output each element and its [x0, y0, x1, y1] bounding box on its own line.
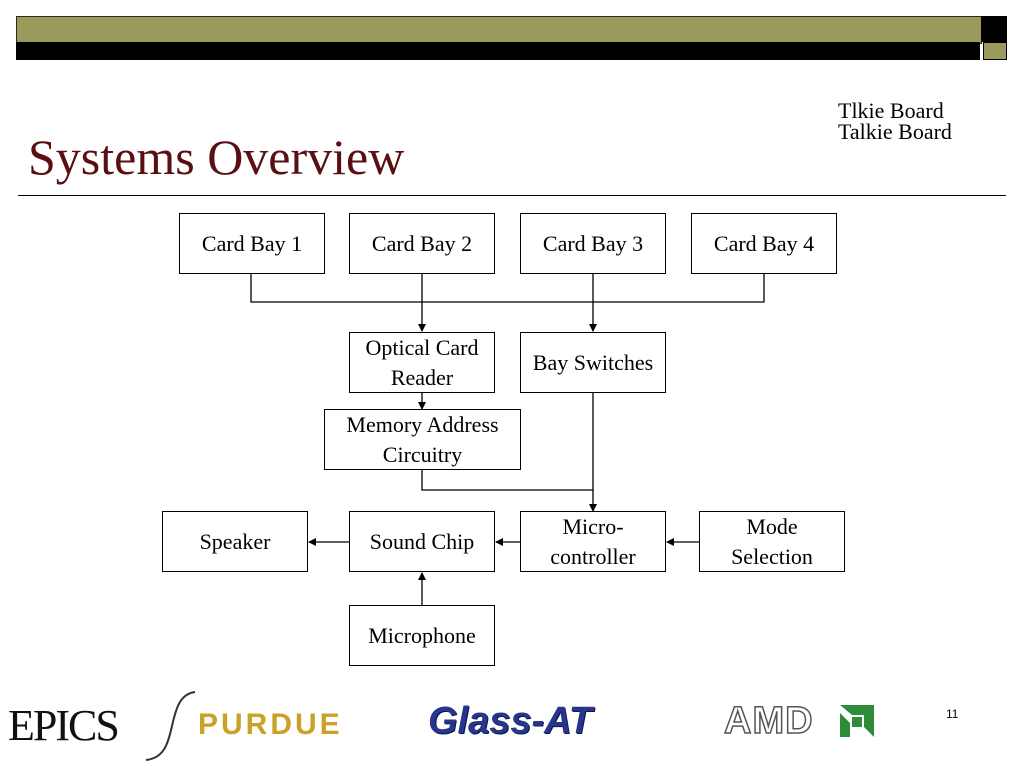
side-note-line-1: Tlkie Board [838, 98, 944, 123]
node-label: Microphone [368, 622, 476, 648]
node-bay-switches: Bay Switches [520, 332, 666, 393]
node-label: Card Bay 1 [201, 230, 303, 256]
node-label: Bay Switches [532, 349, 654, 375]
epics-slash-icon [145, 691, 196, 761]
node-label: Card Bay 3 [542, 230, 644, 256]
header-band-black [16, 42, 980, 60]
node-label: Speaker [199, 528, 271, 554]
epics-logo: EPICS [8, 701, 120, 750]
header-corner-square-olive [983, 42, 1007, 60]
node-microphone: Microphone [349, 605, 495, 666]
node-card-bay-2: Card Bay 2 [349, 213, 495, 274]
purdue-logo: PURDUE [198, 708, 343, 741]
node-microcontroller: Micro- controller [520, 511, 666, 572]
node-sound-chip: Sound Chip [349, 511, 495, 572]
node-card-bay-4: Card Bay 4 [691, 213, 837, 274]
glass-at-logo: Glass-AT [428, 700, 593, 742]
header-corner-square-dark [981, 16, 1007, 42]
node-speaker: Speaker [162, 511, 308, 572]
node-label: Card Bay 2 [371, 230, 473, 256]
node-mode-selection: Mode Selection [699, 511, 845, 572]
side-note-line-2: Talkie Board [838, 119, 952, 144]
node-label: Sound Chip [369, 528, 475, 554]
amd-logo: AMD [723, 699, 814, 743]
amd-arrow-icon [840, 705, 874, 737]
slide-title: Systems Overview [28, 129, 405, 185]
side-note: Tlkie Board Talkie Board [838, 98, 952, 144]
node-card-bay-1: Card Bay 1 [179, 213, 325, 274]
title-divider [18, 195, 1006, 196]
page-number: 11 [946, 707, 959, 721]
node-card-bay-3: Card Bay 3 [520, 213, 666, 274]
node-memory-address-circuitry: Memory Address Circuitry [324, 409, 521, 470]
node-label: Optical Card Reader [365, 334, 479, 390]
node-label: Card Bay 4 [713, 230, 815, 256]
node-label: Micro- controller [550, 513, 636, 569]
node-label: Memory Address Circuitry [346, 411, 499, 467]
node-label: Mode Selection [731, 513, 813, 569]
bus-line [250, 273, 765, 303]
node-optical-card-reader: Optical Card Reader [349, 332, 495, 393]
memory-to-micro-arrow [421, 469, 597, 512]
